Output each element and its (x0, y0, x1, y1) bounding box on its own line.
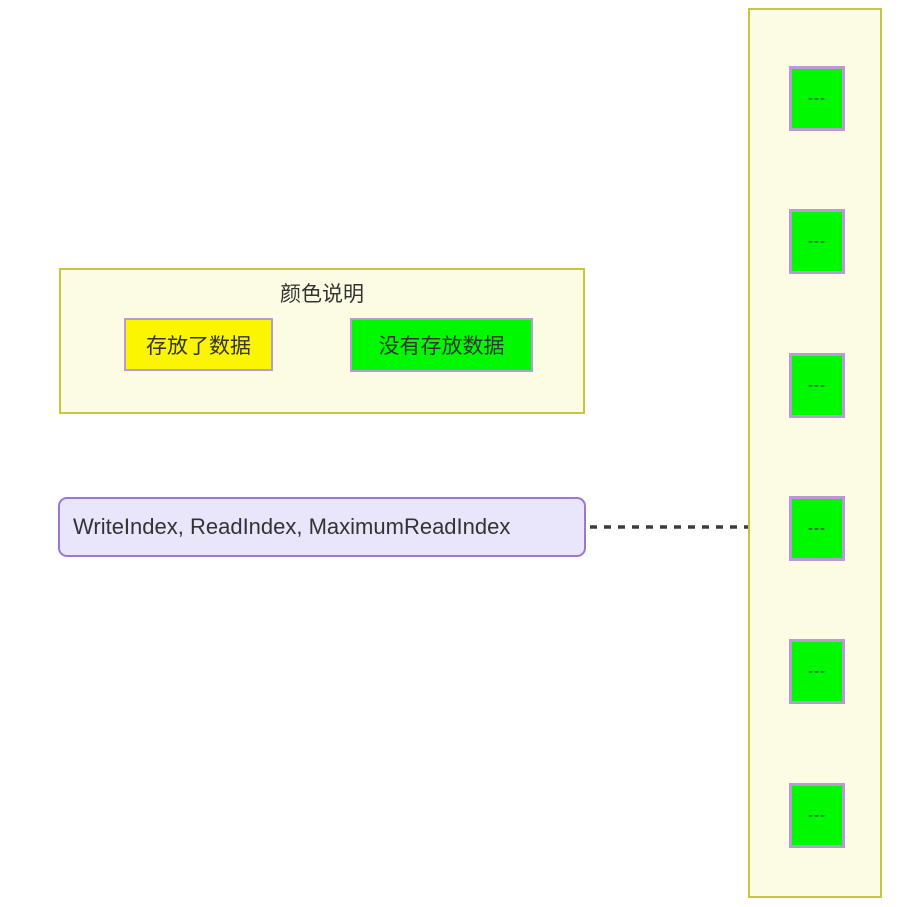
ring-buffer-container: --- --- --- --- --- --- (748, 8, 882, 898)
legend-swatch-no-data: 没有存放数据 (350, 318, 533, 372)
buffer-cell[interactable]: --- (789, 496, 845, 561)
legend-swatch-no-data-label: 没有存放数据 (378, 335, 505, 358)
buffer-cell[interactable]: --- (789, 353, 845, 418)
buffer-cell[interactable]: --- (789, 783, 845, 848)
legend-title: 颜色说明 (280, 283, 364, 306)
buffer-cell-label: --- (808, 377, 826, 394)
buffer-cell-label: --- (808, 807, 826, 824)
buffer-cell-label: --- (808, 663, 826, 680)
legend-swatch-data-stored-label: 存放了数据 (146, 334, 251, 358)
buffer-cell[interactable]: --- (789, 209, 845, 274)
legend-swatch-data-stored: 存放了数据 (124, 318, 273, 371)
buffer-cell[interactable]: --- (789, 66, 845, 131)
color-legend-panel: 颜色说明 存放了数据 没有存放数据 (59, 268, 585, 414)
index-label-box: WriteIndex, ReadIndex, MaximumReadIndex (58, 497, 586, 557)
buffer-cell-label: --- (808, 90, 826, 107)
buffer-cell[interactable]: --- (789, 639, 845, 704)
index-label-text: WriteIndex, ReadIndex, MaximumReadIndex (73, 514, 511, 539)
buffer-cell-label: --- (808, 520, 826, 537)
buffer-cell-label: --- (808, 233, 826, 250)
